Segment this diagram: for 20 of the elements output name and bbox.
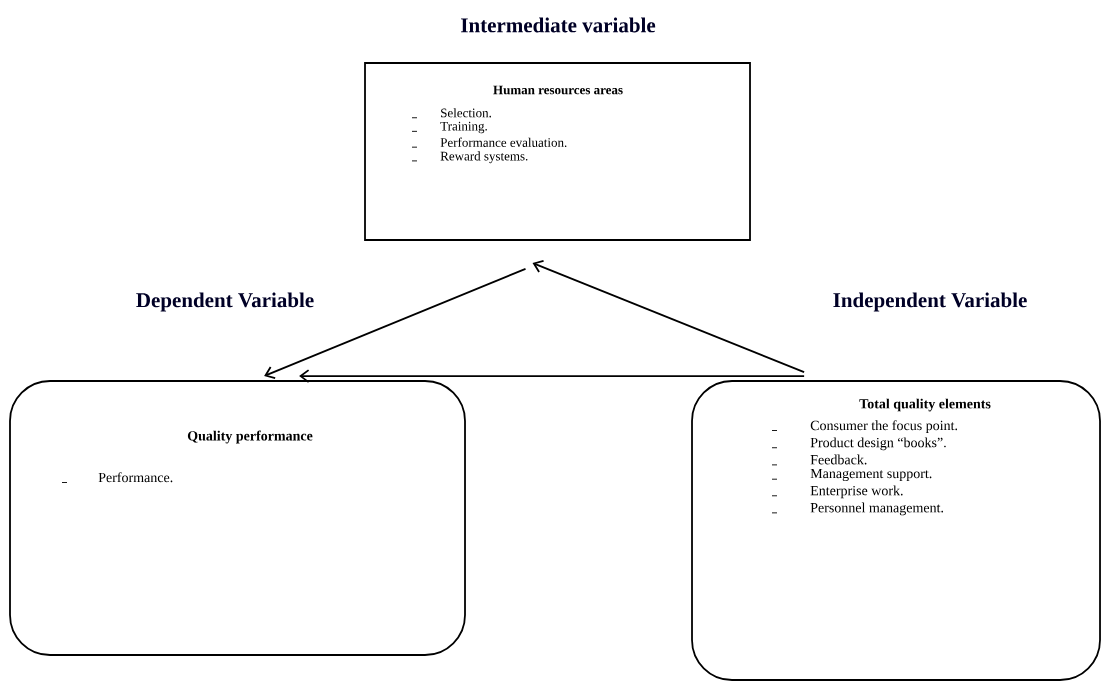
arrow [532,260,805,373]
box-title: Human resources areas [493,85,623,95]
list-item: Performance. [98,472,173,483]
list-item: Personnel management. [810,502,944,516]
list-item: Consumer the focus point. [810,420,958,434]
box-title: Quality performance [187,430,313,444]
list-item: Training. [440,121,487,134]
arrow [264,268,527,379]
heading: Dependent Variable [136,292,314,312]
list-item: Performance evaluation. [440,137,567,147]
list-item: Enterprise work. [810,485,903,499]
list-item: Feedback. [810,454,867,465]
list-item: Product design “books”. [810,437,946,451]
heading: Independent Variable [833,292,1027,312]
arrow [299,369,805,383]
list-item: Management support. [810,468,932,482]
list-item: Reward systems. [440,151,528,164]
heading: Intermediate variable [461,17,656,33]
list-item: Selection. [441,108,491,118]
box-title: Total quality elements [859,398,991,412]
